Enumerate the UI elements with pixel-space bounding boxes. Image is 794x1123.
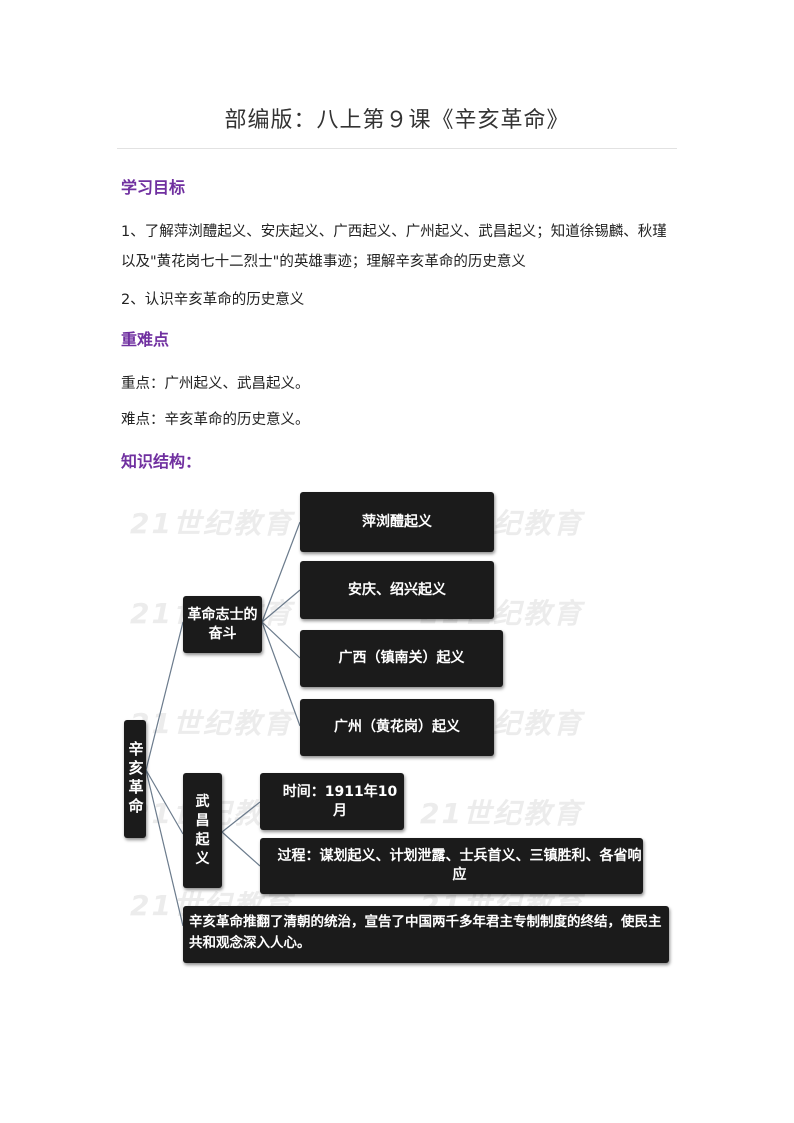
objective-1: 1、了解萍浏醴起义、安庆起义、广西起义、广州起义、武昌起义；知道徐锡麟、秋瑾以及… bbox=[121, 224, 667, 270]
connector-line bbox=[261, 521, 301, 623]
difficulty-point: 难点：辛亥革命的历史意义。 bbox=[121, 412, 310, 428]
significance-node: 辛亥革命推翻了清朝的统治，宣告了中国两千多年君主专制制度的终结，使民主共和观念深… bbox=[183, 906, 669, 963]
connector-line bbox=[145, 769, 184, 835]
branch-node-wuchang: 武昌起义 bbox=[183, 773, 222, 888]
objectives-heading: 学习目标 bbox=[121, 178, 186, 197]
key-point: 重点：广州起义、武昌起义。 bbox=[121, 376, 310, 392]
structure-heading: 知识结构： bbox=[121, 452, 202, 471]
objective-2: 2、认识辛亥革命的历史意义 bbox=[121, 292, 305, 308]
uprising-node: 安庆、绍兴起义 bbox=[300, 561, 494, 619]
connector-lines bbox=[145, 521, 301, 927]
wuchang-process-node: 过程：谋划起义、计划泄露、士兵首义、三镇胜利、各省响应 bbox=[260, 838, 643, 894]
connector-line bbox=[261, 621, 301, 727]
title-divider bbox=[117, 148, 677, 149]
connector-line bbox=[221, 831, 261, 867]
connector-line bbox=[145, 769, 184, 927]
root-node: 辛亥革命 bbox=[124, 720, 146, 838]
key-points-heading: 重难点 bbox=[121, 330, 170, 349]
watermark: 21世纪教育 bbox=[420, 797, 583, 830]
connector-line bbox=[261, 621, 301, 659]
uprising-node: 萍浏醴起义 bbox=[300, 492, 494, 552]
connector-line bbox=[221, 801, 261, 833]
connector-line bbox=[145, 621, 184, 771]
uprising-node: 广州（黄花岗）起义 bbox=[300, 699, 494, 756]
connector-line bbox=[261, 589, 301, 623]
watermark: 21世纪教育 bbox=[130, 507, 293, 540]
page-title: 部编版：八上第９课《辛亥革命》 bbox=[224, 108, 570, 133]
uprising-node: 广西（镇南关）起义 bbox=[300, 630, 503, 687]
knowledge-structure-diagram: 21世纪教育 21世纪教育 21世纪教育 21世纪教育 21世纪教育 21世纪教… bbox=[0, 480, 794, 980]
watermark: 21世纪教育 bbox=[130, 707, 293, 740]
branch-node-revolutionaries: 革命志士的奋斗 bbox=[183, 596, 262, 653]
wuchang-time-node: 时间：1911年10月 bbox=[260, 773, 404, 830]
